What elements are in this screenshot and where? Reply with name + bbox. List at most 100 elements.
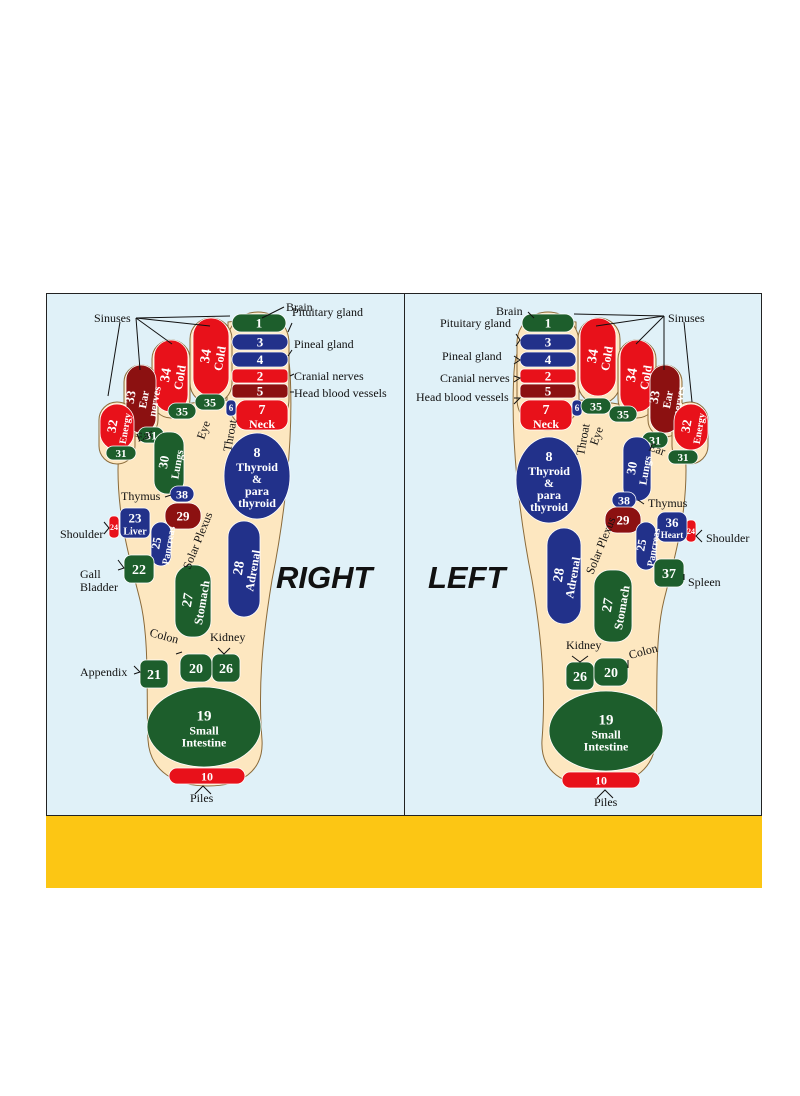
zone-shape <box>561 771 641 789</box>
leader-line <box>637 499 645 505</box>
zone-number: 25 <box>148 536 164 550</box>
callout-brain: Brain <box>261 300 313 319</box>
zone-2: 2 <box>519 368 577 384</box>
leader-line <box>135 317 173 345</box>
zone-number: 19 <box>197 708 212 724</box>
callout-kidney: Kidney <box>566 638 601 663</box>
zone-number: 31 <box>649 433 661 447</box>
zone-number: 29 <box>617 513 631 528</box>
leader-line <box>175 651 183 655</box>
callout-thymus: Thymus <box>637 496 688 510</box>
right-foot: 134257Neck634Cold34Cold33Earnerves32Ener… <box>60 300 387 805</box>
zone-20: 20 <box>179 653 213 683</box>
zone-number: 27 <box>600 597 617 613</box>
zone-number: 21 <box>147 668 161 683</box>
zone-shape <box>225 399 237 417</box>
callout-text: Sinuses <box>668 311 705 325</box>
callout-eye: Eye <box>587 425 607 447</box>
leader-line <box>135 317 141 371</box>
callout-text: Pituitary gland <box>440 316 511 330</box>
zone-number: 30 <box>623 460 640 475</box>
zone-number: 1 <box>545 316 552 331</box>
zone-number: 35 <box>204 395 216 409</box>
zone-label: Heart <box>661 530 684 540</box>
zone-number: 23 <box>129 511 143 526</box>
zone-number: 8 <box>546 450 553 465</box>
zone-10: 10 <box>561 771 641 789</box>
leader-line <box>135 315 231 319</box>
zone-number: 19 <box>599 712 614 728</box>
zone-label: Cold <box>598 345 616 372</box>
callout-pineal-gland: Pineal gland <box>287 337 354 357</box>
callout-pineal-gland: Pineal gland <box>442 349 521 365</box>
leader-line <box>515 333 521 347</box>
zone-26: 26 <box>565 661 595 691</box>
callout-head-blood-vessels: Head blood vessels <box>290 386 387 400</box>
zone-3: 3 <box>231 333 289 351</box>
zone-shape <box>653 558 685 588</box>
zone-label: Lungs <box>637 454 654 486</box>
zone-35: 35 <box>608 405 638 423</box>
zone-number: 31 <box>678 452 689 464</box>
callout-kidney: Kidney <box>210 630 245 655</box>
callout-text: Shoulder <box>60 527 103 541</box>
callout-text: Throat <box>220 418 239 453</box>
callout-text: Thymus <box>121 489 161 503</box>
leader-line <box>133 665 141 675</box>
zone-label: Lungs <box>169 448 186 480</box>
leader-line <box>595 315 665 327</box>
zone-29: 29 <box>164 502 202 530</box>
leader-line <box>513 397 522 405</box>
zone-number: 26 <box>219 662 233 677</box>
zone-label: Liver <box>123 527 147 538</box>
leader-line <box>573 313 665 317</box>
zone-shape <box>521 313 575 333</box>
zone-20: 20 <box>593 657 629 687</box>
left-foot: 134257Neck634Cold34Cold33Earnerves32Ener… <box>416 304 749 809</box>
zone-number: 33 <box>122 389 139 405</box>
zone-31: 31 <box>667 449 699 465</box>
zone-group: 134257Neck634Cold34Cold33Earnerves32Ener… <box>515 313 709 789</box>
leader-line <box>261 306 285 319</box>
callout-thymus: Thymus <box>121 489 172 503</box>
zone-shape <box>174 564 212 638</box>
zone-shape <box>608 405 638 423</box>
callout-text: Appendix <box>80 665 127 679</box>
zone-shape <box>519 368 577 384</box>
leader-line <box>513 355 521 365</box>
zone-number: 25 <box>633 538 649 552</box>
callout-piles: Piles <box>190 785 214 805</box>
zone-number: 28 <box>551 567 568 583</box>
zone-35: 35 <box>194 393 226 411</box>
zone-5: 5 <box>231 383 289 399</box>
zone-shape <box>635 521 657 571</box>
leader-line <box>571 655 589 663</box>
callout-ear: Ear <box>134 426 154 445</box>
callout-text: Shoulder <box>706 531 749 545</box>
callout-sinuses: Sinuses <box>573 311 705 403</box>
zone-shape <box>519 333 577 351</box>
callout-throat: Throat <box>573 422 592 457</box>
zone-number: 24 <box>110 523 118 532</box>
zone-shape <box>515 436 583 524</box>
leader-line <box>695 529 703 543</box>
zone-6: 6 <box>225 399 237 417</box>
leader-line <box>513 375 522 383</box>
zone-24: 24 <box>108 515 120 539</box>
leader-line <box>683 321 693 403</box>
panel-divider <box>404 293 405 816</box>
zone-number: 29 <box>177 509 191 524</box>
title-right: RIGHT <box>276 560 376 595</box>
zone-29: 29 <box>604 506 642 534</box>
zone-35: 35 <box>167 402 197 420</box>
zone-number: 3 <box>545 335 552 350</box>
